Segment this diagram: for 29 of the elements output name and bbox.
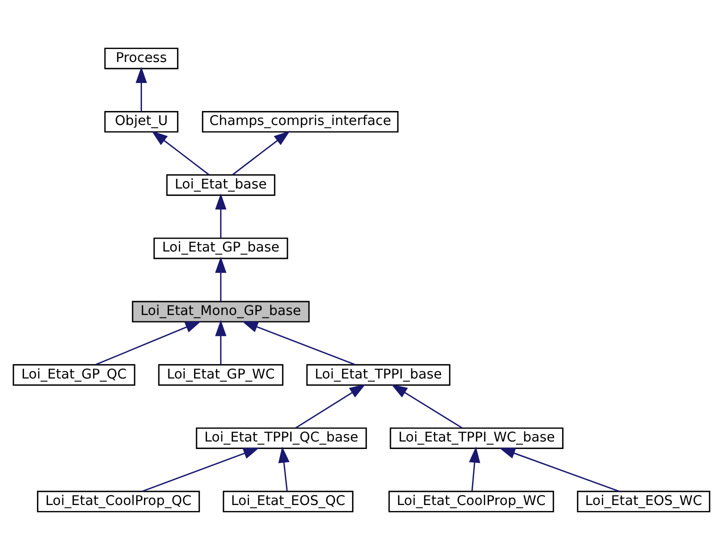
arrow	[391, 384, 462, 428]
arrow	[95, 321, 202, 366]
arrow	[242, 321, 356, 366]
node-box: Loi_Etat_EOS_QC	[222, 490, 354, 512]
arrow	[151, 130, 210, 176]
arrow	[295, 384, 366, 428]
arrow	[499, 448, 620, 492]
arrow	[468, 446, 480, 492]
node-box: Loi_Etat_TPPI_QC_base	[196, 427, 367, 449]
node-box: Loi_Etat_Mono_GP_base	[132, 300, 310, 322]
node-box: Loi_Etat_base	[166, 174, 276, 196]
arrow	[215, 193, 226, 238]
node-box: Objet_U	[104, 111, 178, 133]
arrow	[215, 320, 226, 365]
node-box: Loi_Etat_GP_base	[153, 238, 288, 260]
node-box: Loi_Etat_CoolProp_WC	[388, 490, 554, 512]
node-box: Loi_Etat_TPPI_WC_base	[390, 427, 564, 449]
arrow	[278, 446, 290, 492]
node-box: Process	[104, 48, 178, 70]
node-box: Loi_Etat_EOS_WC	[576, 490, 710, 512]
node-box: Champs_compris_interface	[202, 111, 399, 133]
node-box: Loi_Etat_CoolProp_QC	[36, 490, 200, 512]
node-box: Loi_Etat_GP_WC	[158, 364, 284, 386]
arrow	[232, 130, 290, 176]
arrow	[142, 448, 260, 492]
node-box: Loi_Etat_GP_QC	[12, 364, 136, 386]
arrow	[215, 256, 226, 302]
arrow	[136, 66, 147, 112]
node-box: Loi_Etat_TPPI_base	[306, 364, 450, 386]
